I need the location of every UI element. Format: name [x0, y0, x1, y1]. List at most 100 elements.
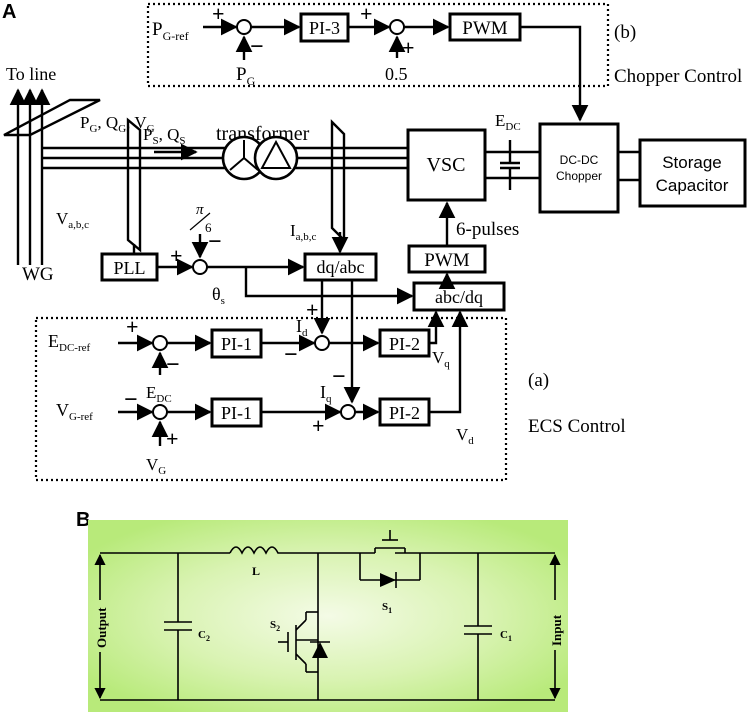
panel-b-label: B [76, 509, 90, 531]
vabc-label: Va,b,c [56, 209, 89, 231]
fraction-slash [189, 212, 211, 231]
sum-junction-chopper-2 [389, 19, 405, 35]
minus-sign: − [284, 342, 298, 368]
minus-sign: − [166, 352, 180, 378]
pwm-mid-label: PWM [424, 250, 470, 271]
s2-diode [312, 642, 328, 658]
to-line-label: To line [6, 64, 56, 84]
plus-sign: + [166, 426, 179, 451]
pwm-top-label: PWM [462, 18, 508, 39]
six-pulses-label: 6-pulses [456, 219, 519, 240]
edc-ref-label: EDC-ref [48, 331, 90, 354]
panel-b-background [88, 520, 568, 712]
pi2-top-block [378, 328, 431, 358]
plus-sign: + [170, 243, 183, 268]
dcdc-label-line1: DC-DC [560, 153, 599, 167]
pi2-bot-block [378, 397, 431, 427]
section-b-label: (b) [614, 22, 636, 43]
ecs-control-label: ECS Control [528, 416, 626, 437]
pi3-label: PI-3 [309, 18, 340, 38]
sum-junction-chopper-1 [236, 19, 252, 35]
output-label: Output [94, 607, 109, 648]
s1-label: S1 [382, 601, 392, 615]
vg-ref-label: VG-ref [56, 400, 93, 423]
dq-abc-block [303, 252, 378, 282]
s1-diode [380, 573, 396, 587]
sum-junction-iq [340, 404, 356, 420]
sum-junction-id [314, 335, 330, 351]
c2-label: C2 [198, 629, 210, 643]
pi-over-6-den: 6 [205, 220, 212, 235]
storage-capacitor-block [638, 138, 747, 208]
pwm-mid-block [407, 244, 487, 274]
vq-line [427, 310, 445, 345]
pi1-bot-label: PI-1 [221, 403, 252, 423]
s2-label: S2 [270, 619, 280, 633]
minus-sign: − [250, 34, 264, 60]
pi1-top-block [210, 328, 263, 359]
sum-junction-vg [152, 404, 168, 420]
half-label: 0.5 [385, 64, 408, 84]
abc-dq-label: abc/dq [435, 287, 483, 307]
plus-sign: + [212, 1, 225, 26]
dcdc-label-line2: Chopper [556, 169, 602, 183]
dcdc-chopper-block [538, 122, 620, 214]
storage-label-line1: Storage [662, 153, 722, 172]
sum-junction-pll [192, 259, 208, 275]
plus-sign: + [306, 297, 319, 322]
edc-label: EDC [146, 383, 172, 405]
pi1-top-label: PI-1 [221, 334, 252, 354]
iq-label: Iq [320, 382, 332, 405]
input-label: Input [549, 614, 564, 646]
vq-label: Vq [432, 348, 450, 370]
minus-sign: − [208, 229, 222, 255]
pg-ref-label: PG-ref [152, 19, 189, 43]
ct-parallelogram-left [3, 98, 101, 137]
edc-top-label: EDC [495, 111, 521, 133]
c1-label: C1 [500, 629, 512, 643]
minus-sign: − [124, 387, 138, 413]
abc-dq-block [412, 281, 506, 312]
wye-symbol [229, 140, 259, 171]
ct-current-sensor [330, 119, 346, 243]
vd-line [429, 310, 469, 414]
section-a-label: (a) [528, 370, 549, 391]
vg-label: VG [146, 455, 166, 477]
chopper-control-region [146, 2, 610, 88]
iabc-label: Ia,b,c [290, 221, 317, 243]
ecs-control-region [34, 316, 508, 482]
plus-sign: + [402, 35, 415, 60]
wg-label: WG [22, 264, 54, 285]
minus-sign: − [332, 364, 346, 390]
vsc-label: VSC [427, 154, 466, 176]
delta-symbol [260, 139, 292, 169]
plus-sign: + [312, 413, 325, 438]
vd-label: Vd [456, 425, 474, 447]
pi-over-6-num: π [196, 202, 204, 218]
s2-emitter-diag [295, 653, 307, 665]
pll-label: PLL [113, 258, 145, 278]
pg-label: PG [236, 64, 256, 88]
pi3-block [299, 12, 350, 43]
plus-sign: + [360, 1, 373, 26]
pg-qg-vg-label: PG, QG, VG [80, 113, 155, 135]
theta-to-abcdq [244, 267, 414, 305]
chopper-control-label: Chopper Control [614, 66, 742, 87]
dq-abc-label: dq/abc [317, 257, 365, 277]
storage-label-line2: Capacitor [656, 176, 729, 195]
pt-voltage-sensor [126, 117, 142, 253]
panel-a-label: A [2, 1, 16, 23]
inductor-label: L [252, 564, 260, 578]
pwm-to-chopper-line [520, 25, 589, 122]
plus-sign: + [126, 314, 139, 339]
pi2-bot-label: PI-2 [389, 403, 420, 423]
sum-junction-edc [152, 335, 168, 351]
theta-s-label: θs [212, 284, 225, 307]
id-label: Id [296, 316, 308, 339]
ps-qs-label: PS, QS [143, 125, 186, 147]
s2-collector-diag [295, 619, 307, 631]
pi2-top-label: PI-2 [389, 334, 420, 354]
inductor-l [229, 546, 282, 555]
vsc-block [406, 128, 487, 202]
